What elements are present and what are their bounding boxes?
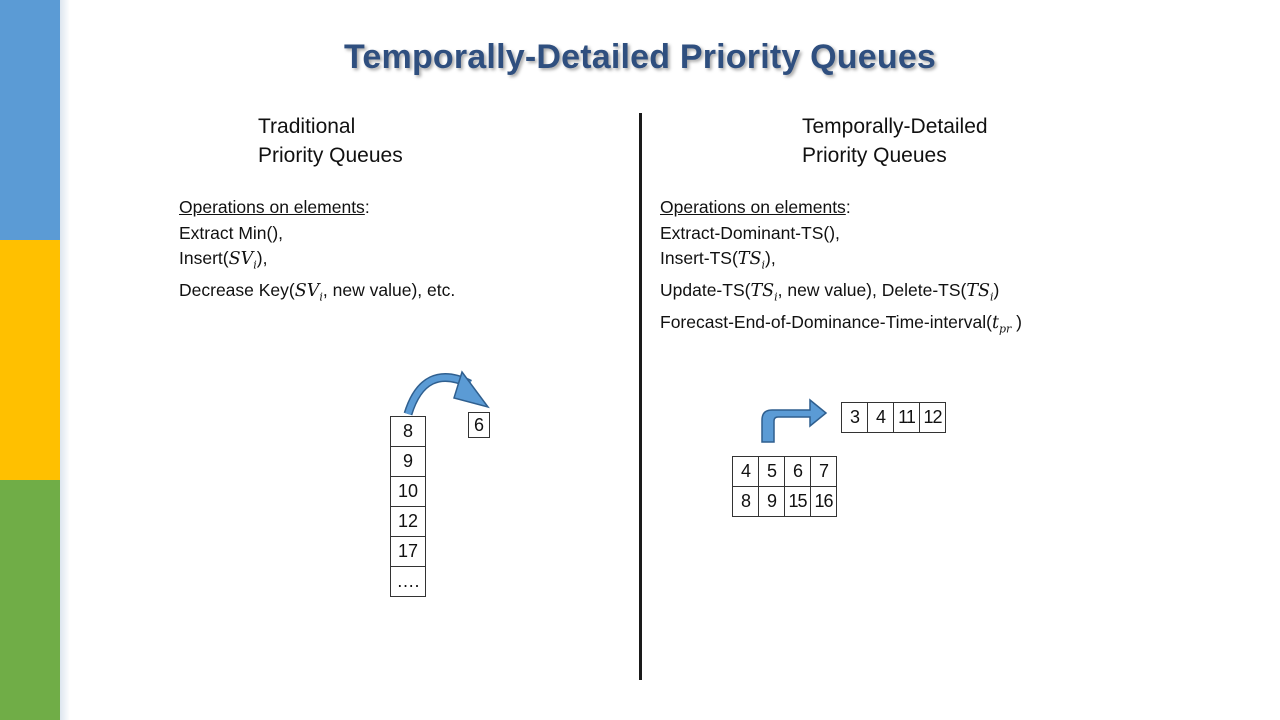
op-insert-ts-var-sub: i — [761, 258, 765, 272]
queue-ts-row-1: 4 5 6 7 — [732, 456, 837, 487]
op-forecast-var-sub: pr — [999, 322, 1012, 336]
op-decrease-var-name: SV — [294, 281, 320, 301]
traditional-ops-header: Operations on elements — [179, 197, 365, 217]
op-insert-close: ), — [256, 248, 268, 268]
dominant-ts-row: 3 4 11 12 — [841, 402, 946, 433]
ts-cell: 6 — [784, 456, 811, 487]
ts-cell: 12 — [919, 402, 946, 433]
extract-arrow-right — [761, 398, 828, 443]
temporal-heading-line1: Temporally-Detailed — [802, 115, 988, 138]
traditional-heading-line2: Priority Queues — [258, 144, 403, 167]
op-forecast-text: Forecast-End-of-Dominance-Time-interval( — [660, 312, 992, 332]
traditional-queue-stack: 8 9 10 12 17 …. — [390, 416, 426, 597]
stack-cell: 8 — [390, 416, 426, 447]
ts-cell: 4 — [732, 456, 759, 487]
stack-cell: 17 — [390, 536, 426, 567]
accent-bar-shadow — [60, 0, 70, 720]
op-decrease-close: , new value), etc. — [322, 280, 456, 300]
op-decrease-key: Decrease Key(SVi, new value), etc. — [179, 278, 455, 310]
op-forecast-close: ) — [1011, 312, 1023, 332]
op-insert-var-sub: i — [253, 258, 257, 272]
ts-cell: 15 — [784, 486, 811, 517]
ts-cell: 16 — [810, 486, 837, 517]
extract-arrow-left — [403, 370, 490, 416]
op-forecast-var: tpr — [991, 313, 1012, 336]
ts-cell: 11 — [893, 402, 920, 433]
op-insert-var-name: SV — [228, 249, 254, 269]
op-insert-text: Insert( — [179, 248, 229, 268]
op-extract-dominant: Extract-Dominant-TS(), — [660, 222, 840, 243]
op-insert-var: SVi — [228, 249, 257, 272]
ts-cell: 8 — [732, 486, 759, 517]
op-update-ts-text: Update-TS( — [660, 280, 751, 300]
temporal-heading: Temporally-Detailed Priority Queues — [802, 112, 988, 170]
op-insert-ts-close: ), — [765, 248, 776, 268]
op-decrease-text: Decrease Key( — [179, 280, 295, 300]
op-update-ts-var: TSi — [750, 281, 778, 304]
op-delete-ts-var-sub: i — [990, 290, 994, 304]
ts-cell: 5 — [758, 456, 785, 487]
traditional-heading-line1: Traditional — [258, 115, 356, 138]
accent-bar-yellow — [0, 240, 60, 480]
op-forecast-var-name: t — [991, 313, 999, 333]
op-insert-ts: Insert-TS(TSi), — [660, 246, 1022, 278]
ts-cell: 7 — [810, 456, 837, 487]
temporal-ops-header-line: Operations on elements: — [660, 197, 851, 217]
op-update-ts-var-sub: i — [774, 290, 778, 304]
op-decrease-var-sub: i — [319, 290, 323, 304]
op-update-delete-ts: Update-TS(TSi, new value), Delete-TS(TSi… — [660, 278, 1022, 310]
op-delete-ts-var: TSi — [966, 281, 994, 304]
ts-cell: 9 — [758, 486, 785, 517]
extracted-element: 6 — [468, 412, 490, 438]
column-divider — [639, 113, 642, 680]
queue-ts-row-2: 8 9 15 16 — [732, 486, 837, 517]
accent-bar-blue — [0, 0, 60, 240]
ts-cell: 4 — [867, 402, 894, 433]
op-delete-ts-text: , new value), Delete-TS( — [777, 280, 967, 300]
traditional-heading: Traditional Priority Queues — [258, 112, 403, 170]
temporal-ops-header: Operations on elements — [660, 197, 846, 217]
op-decrease-var: SVi — [294, 281, 323, 304]
traditional-operations: Operations on elements: Extract Min(), I… — [179, 195, 455, 310]
op-insert-ts-var: TSi — [737, 249, 765, 272]
slide-title: Temporally-Detailed Priority Queues — [343, 38, 937, 76]
op-insert: Insert(SVi), — [179, 246, 455, 278]
op-delete-ts-close: ) — [993, 280, 1000, 300]
stack-cell: …. — [390, 566, 426, 597]
op-update-ts-var-name: TS — [750, 281, 775, 301]
stack-cell: 10 — [390, 476, 426, 507]
ts-cell: 3 — [841, 402, 868, 433]
op-insert-ts-var-name: TS — [737, 249, 762, 269]
accent-bar-green — [0, 480, 60, 720]
traditional-ops-header-line: Operations on elements: — [179, 197, 370, 217]
temporal-heading-line2: Priority Queues — [802, 144, 947, 167]
op-delete-ts-var-name: TS — [966, 281, 991, 301]
op-extract-min: Extract Min(), — [179, 222, 284, 243]
op-insert-ts-text: Insert-TS( — [660, 248, 738, 268]
op-forecast: Forecast-End-of-Dominance-Time-interval(… — [660, 310, 1022, 342]
temporal-operations: Operations on elements: Extract-Dominant… — [660, 195, 1022, 342]
stack-cell: 9 — [390, 446, 426, 477]
stack-cell: 12 — [390, 506, 426, 537]
